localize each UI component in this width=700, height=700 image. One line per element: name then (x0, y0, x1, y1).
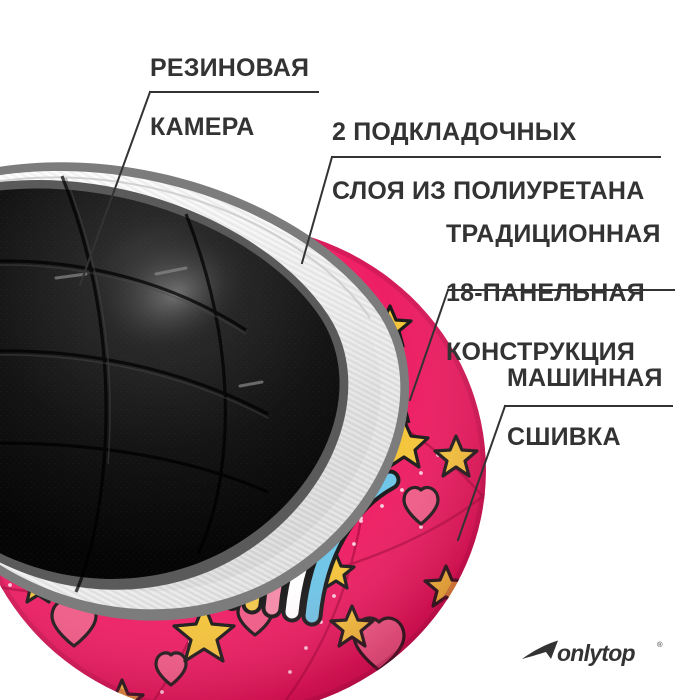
callout-label-lining: 2 ПОДКЛАДОЧНЫХ СЛОЯ ИЗ ПОЛИУРЕТАНА (332, 88, 644, 236)
callout-leader-lines (78, 90, 675, 542)
callout-bladder-line-1: РЕЗИНОВАЯ (150, 53, 310, 82)
callout-lining-line-1: 2 ПОДКЛАДОЧНЫХ (332, 117, 577, 146)
rubber-bladder (0, 175, 349, 593)
callout-stitching-line-1: МАШИННАЯ (507, 363, 663, 392)
logo-wordmark: onlytop (557, 640, 635, 666)
callout-label-construction: ТРАДИЦИОННАЯ 18-ПАНЕЛЬНАЯ КОНСТРУКЦИЯ (446, 190, 661, 397)
leader-line-lining (300, 155, 661, 265)
registered-trademark-icon: ® (657, 640, 663, 649)
leader-line-construction (408, 288, 675, 402)
swoosh-arrow-icon (522, 640, 558, 659)
callout-bladder-line-2: КАМЕРА (150, 112, 255, 141)
callout-construction-line-3: КОНСТРУКЦИЯ (446, 337, 636, 366)
callout-label-bladder: РЕЗИНОВАЯ КАМЕРА (150, 24, 309, 172)
callout-label-stitching: МАШИННАЯ СШИВКА (507, 334, 663, 482)
callout-construction-line-2: 18-ПАНЕЛЬНАЯ (446, 278, 645, 307)
callout-stitching-line-2: СШИВКА (507, 422, 621, 451)
leader-line-stitching (456, 404, 673, 542)
leader-line-bladder (78, 90, 319, 287)
callout-construction-line-1: ТРАДИЦИОННАЯ (446, 219, 661, 248)
onlytop-logo: onlytop ® (521, 637, 671, 671)
callout-lining-line-2: СЛОЯ ИЗ ПОЛИУРЕТАНА (332, 176, 645, 205)
